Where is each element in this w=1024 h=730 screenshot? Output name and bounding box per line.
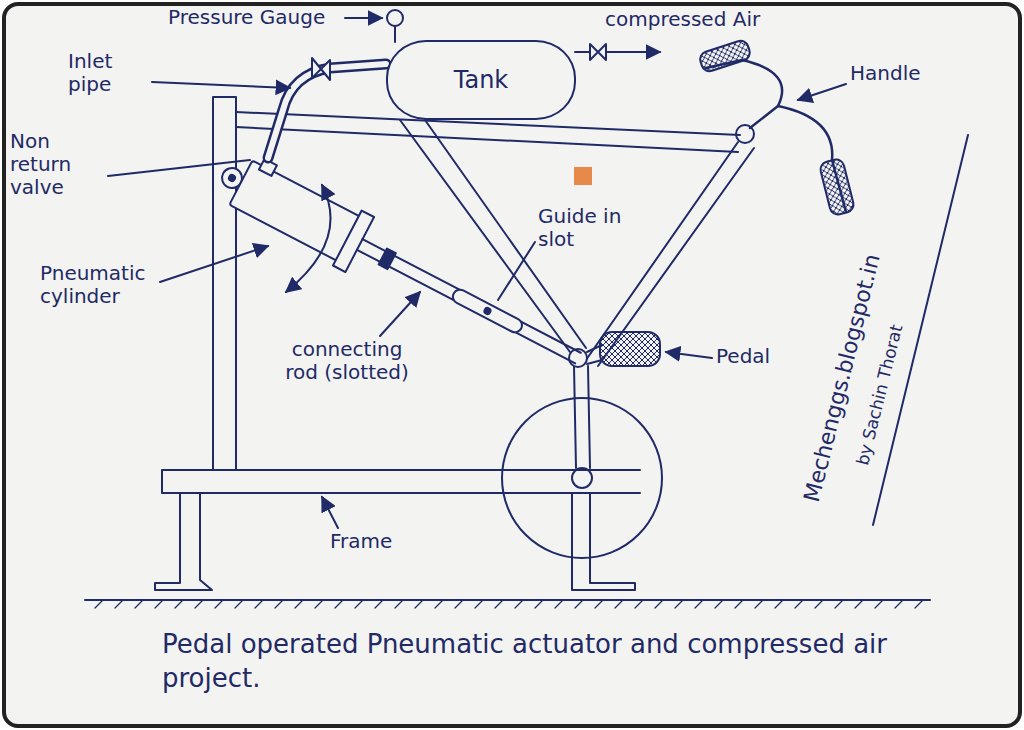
leader-line [322, 497, 338, 528]
handle-grip [819, 158, 855, 216]
pressure-gauge [387, 10, 403, 26]
frame-leg [155, 493, 212, 590]
leader-line [380, 292, 420, 336]
swing-arrow [286, 185, 331, 292]
non-return-valve [312, 58, 330, 80]
leader-line [798, 84, 846, 100]
part-label: connecting rod (slotted) [282, 338, 412, 384]
crank-stay [574, 366, 590, 468]
ground-hatch [95, 600, 923, 608]
leader-line [152, 82, 290, 88]
part-label: Frame [330, 530, 430, 553]
caption: Pedal operated Pneumatic actuator and co… [162, 628, 982, 696]
pedal [600, 332, 660, 366]
gauge-stem [394, 26, 396, 42]
mounting-post [213, 97, 236, 470]
part-label: Pressure Gauge [168, 6, 358, 29]
wheel-hub [572, 468, 592, 488]
flywheel [502, 398, 662, 558]
down-tube [586, 142, 754, 366]
leader-line [666, 352, 712, 358]
photo-frame [4, 4, 1020, 726]
part-label: Handle [850, 62, 950, 85]
part-label: compressed Air [605, 8, 795, 31]
pneumatic-cylinder [209, 145, 593, 386]
leader-line [498, 242, 535, 300]
inlet-pipe [268, 64, 386, 158]
leader-line [108, 160, 250, 176]
inlet-pipe [268, 64, 386, 158]
part-label: Pedal [716, 345, 806, 368]
handle-bar [706, 60, 782, 128]
orange-mark [574, 167, 592, 185]
frame-beam [162, 470, 640, 493]
leader-line [345, 17, 382, 19]
part-label: Non return valve [10, 130, 106, 199]
outlet-pipe [575, 51, 660, 53]
outlet-valve [590, 44, 606, 60]
part-label: Guide in slot [538, 205, 628, 251]
leader-line [160, 246, 268, 282]
handle-grip [698, 39, 752, 73]
tank: Tank [386, 40, 576, 120]
frame-support [572, 493, 635, 590]
part-label: Pneumatic cylinder [40, 262, 160, 308]
part-label: Inlet pipe [68, 50, 150, 96]
node-text: Tank [454, 66, 509, 94]
